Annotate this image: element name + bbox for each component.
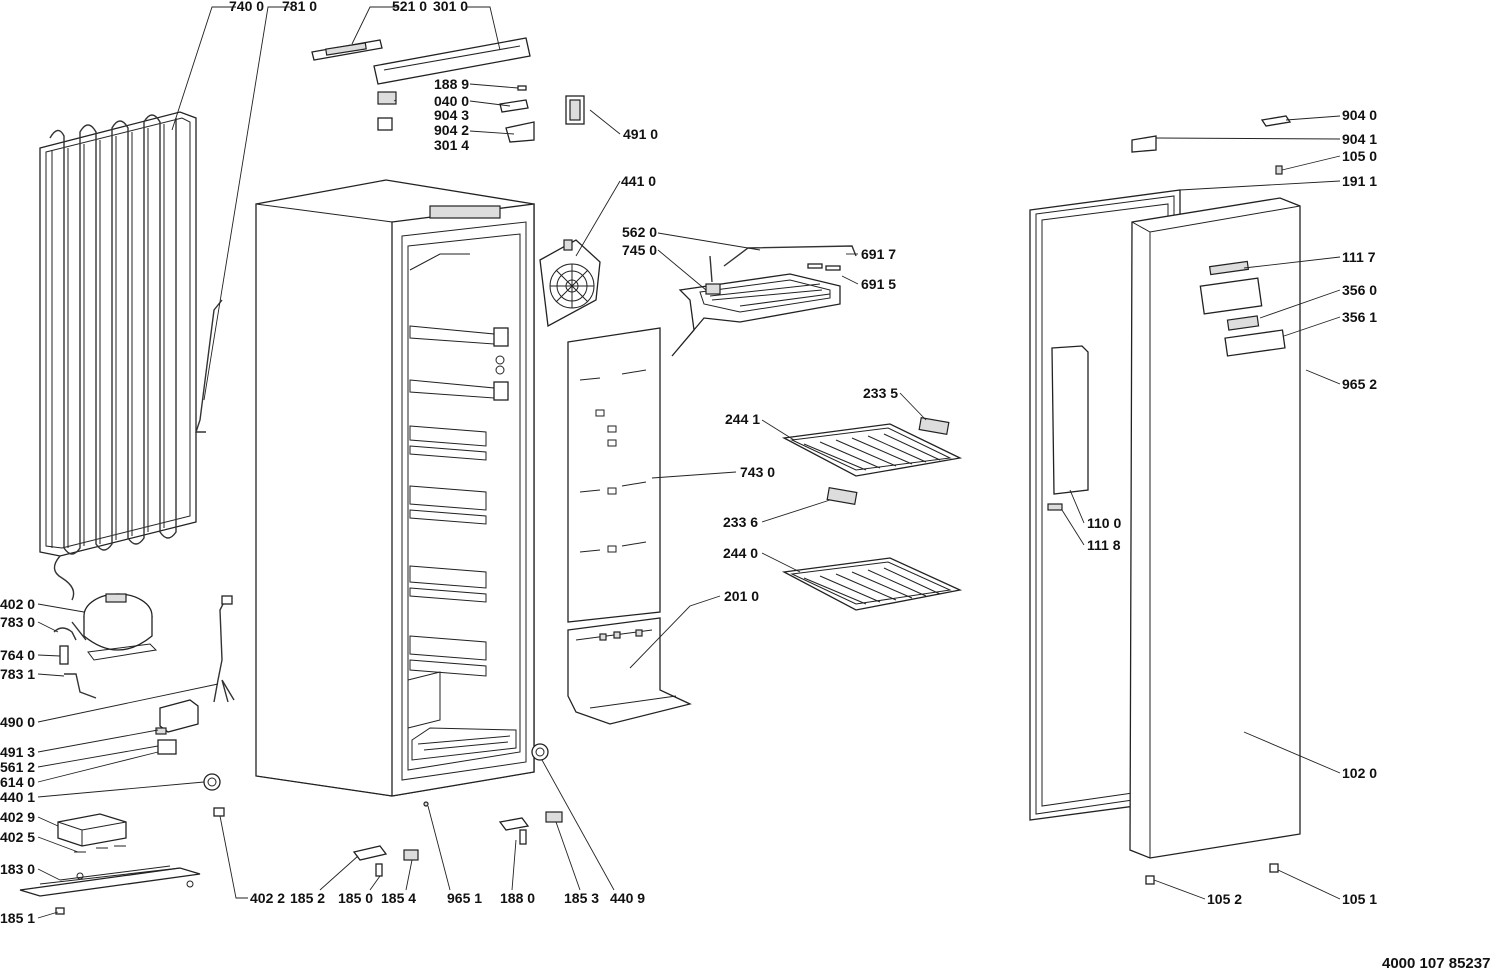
- drip-tray: [57, 813, 127, 847]
- label-111-8: 111 8: [1087, 537, 1121, 553]
- hinge-bottom: [213, 801, 429, 877]
- label-185-2: 185 2: [290, 890, 325, 906]
- label-402-0: 402 0: [0, 596, 35, 612]
- label-301-0: 301 0: [433, 0, 468, 14]
- label-562-0: 562 0: [622, 224, 657, 240]
- label-301-4: 301 4: [434, 137, 469, 153]
- label-764-0: 764 0: [0, 647, 35, 663]
- label-356-1: 356 1: [1342, 309, 1377, 325]
- base-plate: [19, 865, 201, 915]
- label-783-0: 783 0: [0, 614, 35, 630]
- label-440-9: 440 9: [610, 890, 645, 906]
- label-691-7: 691 7: [861, 246, 896, 262]
- label-233-5: 233 5: [863, 385, 898, 401]
- label-904-1: 904 1: [1342, 131, 1377, 147]
- label-244-1: 244 1: [725, 411, 760, 427]
- door-top-brackets: [1131, 115, 1292, 175]
- part-labels: 740 0 781 0 521 0 301 0 188 9 040 0 904 …: [0, 0, 1377, 926]
- label-490-0: 490 0: [0, 714, 35, 730]
- door-handle: [1047, 345, 1089, 511]
- compressor-tubes: [53, 621, 97, 699]
- label-102-0: 102 0: [1342, 765, 1377, 781]
- door-panel: [1129, 197, 1301, 885]
- label-185-3: 185 3: [564, 890, 599, 906]
- label-965-2: 965 2: [1342, 376, 1377, 392]
- foot-knob: [203, 773, 221, 791]
- label-904-0: 904 0: [1342, 107, 1377, 123]
- label-904-3: 904 3: [434, 107, 469, 123]
- bottom-cover: [567, 617, 692, 725]
- label-965-1: 965 1: [447, 890, 482, 906]
- evaporator-assembly: [671, 245, 857, 357]
- compressor: [83, 593, 158, 661]
- label-491-3: 491 3: [0, 744, 35, 760]
- label-201-0: 201 0: [724, 588, 759, 604]
- label-185-0: 185 0: [338, 890, 373, 906]
- capillary-tube: [195, 299, 223, 433]
- screws: [74, 845, 126, 853]
- label-491-0: 491 0: [623, 126, 658, 142]
- label-402-2: 402 2: [250, 890, 285, 906]
- glass-shelf-lower: [781, 557, 963, 611]
- glass-shelf-upper: [781, 423, 963, 477]
- label-188-9: 188 9: [434, 76, 469, 92]
- label-402-5: 402 5: [0, 829, 35, 845]
- label-188-0: 188 0: [500, 890, 535, 906]
- label-105-2: 105 2: [1207, 891, 1242, 907]
- label-561-2: 561 2: [0, 759, 35, 775]
- label-781-0: 781 0: [282, 0, 317, 14]
- hinge-right: [498, 743, 563, 845]
- cabinet-body: [255, 179, 535, 797]
- shelf-supports: [826, 416, 950, 506]
- leader-lines: [37, 6, 1341, 919]
- top-cover: [373, 37, 531, 85]
- power-cord: [213, 595, 235, 703]
- label-183-0: 183 0: [0, 861, 35, 877]
- label-745-0: 745 0: [622, 242, 657, 258]
- label-040-0: 040 0: [434, 93, 469, 109]
- label-743-0: 743 0: [740, 464, 775, 480]
- label-440-1: 440 1: [0, 789, 35, 805]
- label-105-0: 105 0: [1342, 148, 1377, 164]
- rear-panel: [567, 327, 661, 623]
- condenser-coil: [39, 111, 197, 601]
- label-191-1: 191 1: [1342, 173, 1377, 189]
- reference-number: 4000 107 85237: [1382, 955, 1490, 972]
- label-110-0: 110 0: [1087, 515, 1121, 531]
- damper-housing: [565, 95, 585, 125]
- control-board: [311, 39, 383, 61]
- control-box: [155, 699, 199, 755]
- label-185-1: 185 1: [0, 910, 35, 926]
- label-904-2: 904 2: [434, 122, 469, 138]
- label-111-7: 111 7: [1342, 249, 1376, 265]
- label-691-5: 691 5: [861, 276, 896, 292]
- label-740-0: 740 0: [229, 0, 264, 14]
- label-614-0: 614 0: [0, 774, 35, 790]
- label-521-0: 521 0: [392, 0, 427, 14]
- label-185-4: 185 4: [381, 890, 416, 906]
- label-441-0: 441 0: [621, 173, 656, 189]
- label-783-1: 783 1: [0, 666, 35, 682]
- label-356-0: 356 0: [1342, 282, 1377, 298]
- evaporator-fan: [539, 239, 601, 328]
- label-244-0: 244 0: [723, 545, 758, 561]
- label-233-6: 233 6: [723, 514, 758, 530]
- label-402-9: 402 9: [0, 809, 35, 825]
- label-105-1: 105 1: [1342, 891, 1377, 907]
- small-brackets: [377, 85, 535, 143]
